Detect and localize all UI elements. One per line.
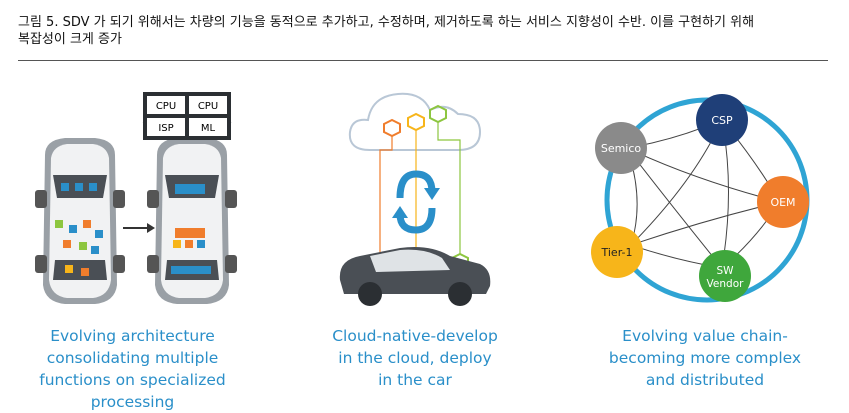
arrow-right-icon bbox=[123, 223, 155, 233]
caption-line-1: 그림 5. SDV 가 되기 위해서는 차량의 기능을 동적으로 추가하고, 수… bbox=[18, 15, 755, 30]
svg-text:OEM: OEM bbox=[770, 196, 795, 209]
car-right-icon bbox=[147, 138, 237, 304]
sync-arrows-icon bbox=[392, 170, 440, 234]
caption-line-2: 복잡성이 크게 증가 bbox=[18, 32, 122, 47]
figure-caption: 그림 5. SDV 가 되기 위해서는 차량의 기능을 동적으로 추가하고, 수… bbox=[18, 14, 828, 48]
node-tier1: Tier-1 bbox=[591, 226, 643, 278]
svg-text:CSP: CSP bbox=[711, 114, 733, 127]
caption-divider bbox=[18, 60, 828, 61]
processor-box: CPU CPU ISP ML bbox=[142, 92, 232, 140]
cloud-illustration bbox=[339, 92, 491, 306]
svg-text:Semico: Semico bbox=[601, 142, 642, 155]
node-oem: OEM bbox=[757, 176, 809, 228]
node-csp: CSP bbox=[696, 94, 748, 146]
panel-3-title: Evolving value chain- becoming more comp… bbox=[608, 327, 802, 389]
node-semico: Semico bbox=[595, 122, 647, 174]
chip-cpu-1: CPU bbox=[156, 101, 176, 112]
car-side-icon bbox=[339, 247, 491, 306]
architecture-illustration: CPU CPU ISP ML bbox=[35, 92, 237, 304]
panel-1-title: Evolving architecture consolidating mult… bbox=[39, 327, 226, 411]
cloud-icon bbox=[348, 92, 482, 151]
car-left-icon bbox=[35, 138, 125, 304]
svg-text:Tier-1: Tier-1 bbox=[601, 246, 633, 259]
panel-2-title: Cloud-native-develop in the cloud, deplo… bbox=[332, 327, 498, 389]
chip-isp: ISP bbox=[158, 123, 173, 134]
chip-cpu-2: CPU bbox=[198, 101, 218, 112]
chip-ml: ML bbox=[201, 123, 216, 134]
network-links bbox=[626, 119, 781, 269]
